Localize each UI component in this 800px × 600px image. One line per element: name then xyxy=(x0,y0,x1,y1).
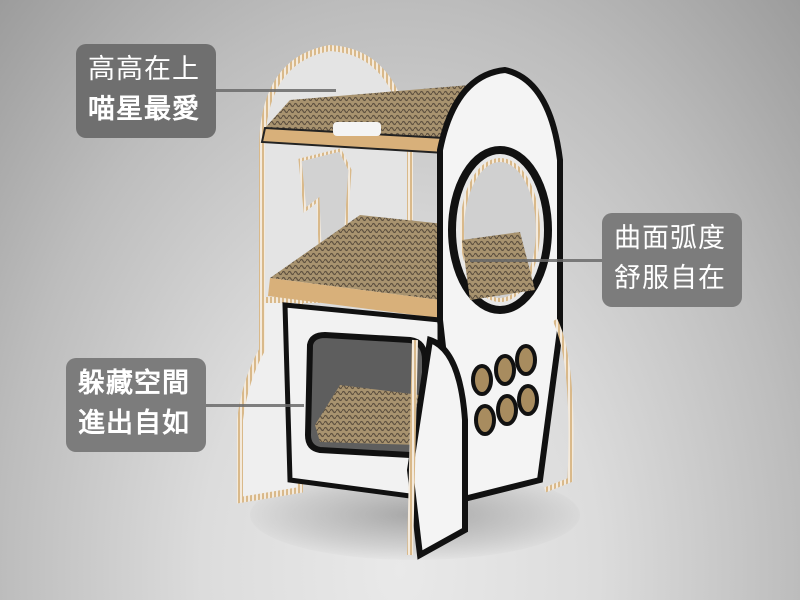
label-left-line2: 進出自如 xyxy=(78,408,190,439)
label-right-line2: 舒服自在 xyxy=(614,263,726,294)
label-right-line1: 曲面弧度 xyxy=(614,223,726,254)
label-top-line1: 高高在上 xyxy=(88,54,200,85)
leader-line-right xyxy=(470,259,602,262)
top-shelf xyxy=(265,85,480,140)
front-fin xyxy=(406,336,468,560)
label-top-shelf: 高高在上 喵星最愛 xyxy=(76,44,216,138)
label-top-line2: 喵星最愛 xyxy=(88,94,200,125)
label-left-line1: 躲藏空間 xyxy=(78,368,190,399)
portholes xyxy=(471,344,539,436)
leader-line-left xyxy=(206,404,304,407)
label-hiding-space: 躲藏空間 進出自如 xyxy=(66,358,206,452)
leader-line-top xyxy=(216,89,336,92)
label-curved-window: 曲面弧度 舒服自在 xyxy=(602,213,742,307)
